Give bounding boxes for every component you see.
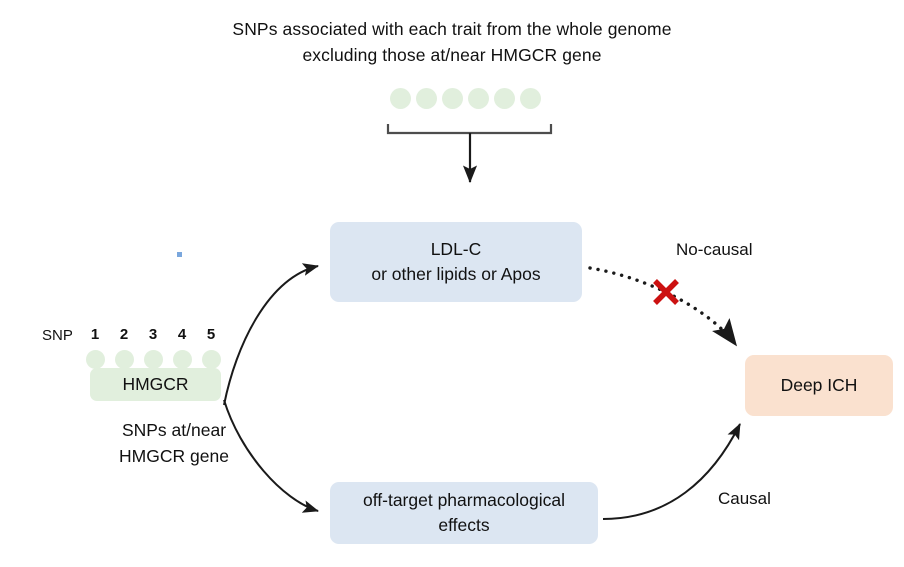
node-off-target-effects[interactable]: off-target pharmacological effects: [330, 482, 598, 544]
snp-dot: [202, 350, 221, 369]
snp-dot: [86, 350, 105, 369]
snp-number: 4: [177, 326, 187, 343]
node-deep-ich[interactable]: Deep ICH: [745, 355, 893, 416]
node-ldlc[interactable]: LDL-C or other lipids or Apos: [330, 222, 582, 302]
hmgcr-snp-caption-line-1: SNPs at/near: [121, 420, 227, 440]
snp-dot: [442, 88, 463, 109]
edge-label-causal: Causal: [718, 489, 771, 508]
hmgcr-snp-caption: SNPs at/near HMGCR gene: [84, 417, 264, 469]
snp-number: 5: [206, 326, 216, 343]
blocked-path-cross-icon: [653, 279, 679, 305]
edge-ldlc-to-deepich-nocausal: [588, 266, 738, 347]
hmgcr-snp-dots: [86, 350, 228, 370]
grouping-bracket: [386, 124, 553, 135]
snp-number: 3: [148, 326, 158, 343]
snp-index-numbers: 1 2 3 4 5: [88, 326, 228, 344]
top-caption: SNPs associated with each trait from the…: [0, 16, 904, 68]
snp-number: 1: [90, 326, 100, 343]
top-caption-line-1: SNPs associated with each trait from the…: [232, 19, 672, 39]
edge-hmgcr-to-ldlc: [223, 263, 319, 406]
node-ldlc-line-1: LDL-C: [430, 239, 482, 259]
snp-dot: [416, 88, 437, 109]
node-ldlc-line-2: or other lipids or Apos: [371, 264, 541, 284]
node-deep-ich-label: Deep ICH: [780, 375, 858, 395]
snp-dot: [520, 88, 541, 109]
snp-dot: [494, 88, 515, 109]
edge-label-no-causal: No-causal: [676, 240, 753, 259]
hmgcr-snp-caption-line-2: HMGCR gene: [119, 446, 229, 466]
top-caption-line-2: excluding those at/near HMGCR gene: [302, 45, 602, 65]
node-off-target-line-1: off-target pharmacological: [362, 490, 565, 510]
node-off-target-line-2: effects: [438, 515, 490, 535]
snp-dot: [115, 350, 134, 369]
snp-dot: [390, 88, 411, 109]
node-hmgcr-label: HMGCR: [122, 374, 189, 394]
snp-number: 2: [119, 326, 129, 343]
node-hmgcr-gene[interactable]: HMGCR: [90, 368, 221, 401]
snp-dot: [144, 350, 163, 369]
snp-row-label: SNP: [42, 327, 73, 344]
genome-wide-snp-dots: [390, 88, 542, 112]
snp-dot: [173, 350, 192, 369]
snp-dot: [468, 88, 489, 109]
stray-pixel-artifact: [177, 252, 182, 257]
